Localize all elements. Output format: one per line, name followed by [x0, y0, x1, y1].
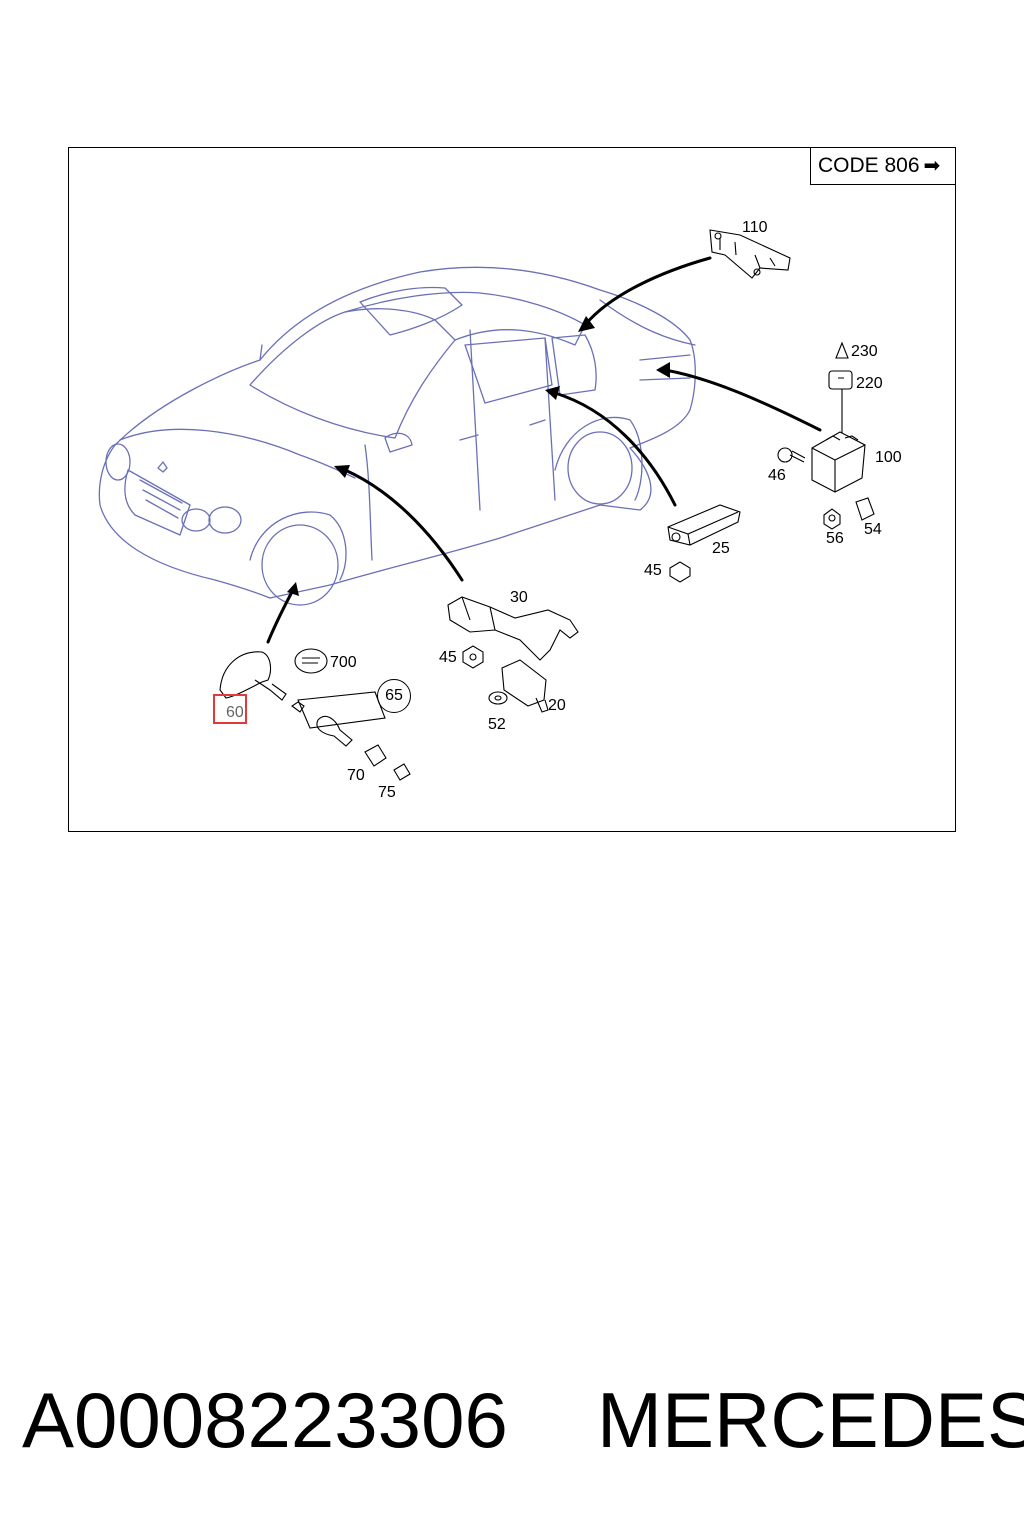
callout-110: 110 — [742, 219, 768, 236]
callout-75: 75 — [378, 784, 396, 801]
code-806-label: CODE 806➡ — [810, 148, 955, 185]
callout-100: 100 — [875, 449, 902, 466]
part-30-bracket — [447, 596, 579, 661]
callout-700: 700 — [330, 654, 357, 671]
part-52-washer — [488, 691, 508, 705]
location-arrows — [266, 256, 822, 644]
callout-30: 30 — [510, 589, 528, 606]
diagram-frame — [68, 147, 956, 832]
part-65-valve — [291, 691, 386, 747]
callout-65: 65 — [385, 687, 403, 704]
callout-56: 56 — [826, 530, 844, 547]
callout-230: 230 — [851, 343, 878, 360]
part-56-nut — [823, 508, 841, 530]
callout-60: 60 — [226, 704, 244, 721]
part-220-connector — [828, 370, 853, 433]
callout-25: 25 — [712, 540, 730, 557]
arrow-heads — [287, 316, 670, 596]
callout-54: 54 — [864, 521, 882, 538]
part-45-nut-b — [462, 645, 484, 669]
exploded-parts-drawing — [98, 229, 875, 781]
callout-220: 220 — [856, 375, 883, 392]
highlight-box-part-60[interactable] — [213, 694, 247, 724]
code-text: CODE 806 — [818, 154, 920, 177]
part-700-label-sticker — [294, 648, 328, 674]
part-45-nut-a — [669, 561, 691, 583]
part-75-cap — [393, 763, 411, 781]
part-60-tpms-sensor — [219, 651, 287, 701]
part-20-sensor — [501, 659, 549, 713]
part-number: A0008223306 — [22, 1376, 508, 1464]
part-230-cap — [835, 341, 849, 359]
part-25-sensor — [667, 504, 741, 546]
callout-70: 70 — [347, 767, 365, 784]
brand-name: MERCEDES — [597, 1376, 1024, 1464]
part-110-bracket — [709, 229, 791, 279]
part-100-control-unit — [811, 431, 866, 493]
footer: A0008223306 MERCEDES — [0, 1372, 1024, 1472]
callout-65-circle: 65 — [377, 679, 411, 713]
car-outline — [98, 266, 696, 606]
callout-52: 52 — [488, 716, 506, 733]
callout-45-b: 45 — [439, 649, 457, 666]
callout-46: 46 — [768, 467, 786, 484]
part-54-clip — [855, 497, 875, 521]
callout-45-a: 45 — [644, 562, 662, 579]
callout-20: 20 — [548, 697, 566, 714]
part-46-screw — [777, 447, 806, 463]
right-arrow-icon: ➡ — [923, 155, 941, 177]
part-70-cap — [364, 744, 387, 767]
